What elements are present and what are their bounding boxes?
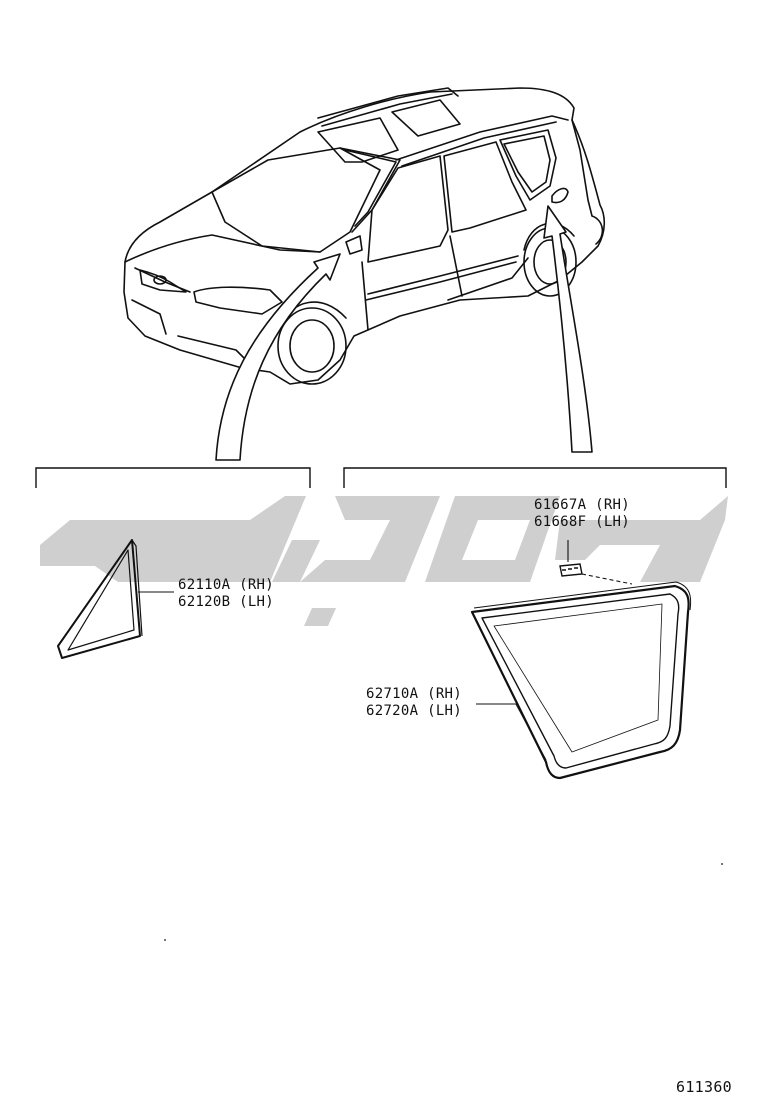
- part-number-lh: 62120B (LH): [178, 594, 275, 610]
- figure-number: 611360: [676, 1078, 732, 1096]
- callout-arrows: [215, 205, 593, 461]
- rear-quarter-glass-part: [470, 581, 692, 780]
- speckles: [164, 863, 723, 941]
- front-arrow: [215, 253, 341, 461]
- callout-front-quarter-glass: 62110A (RH) 62120B (LH): [178, 577, 274, 611]
- part-number-rh: 61667A (RH): [534, 497, 631, 513]
- clip-part: [559, 563, 583, 577]
- watermark-logo: [40, 496, 728, 626]
- part-number-rh: 62710A (RH): [366, 686, 463, 702]
- callout-rear-quarter-glass: 62710A (RH) 62720A (LH): [366, 686, 462, 720]
- part-number-lh: 61668F (LH): [534, 514, 631, 530]
- rear-arrow: [543, 205, 593, 453]
- leader-lines: [138, 540, 633, 761]
- part-number-lh: 62720A (LH): [366, 703, 463, 719]
- group-brackets: [35, 467, 727, 488]
- front-quarter-glass-part: [57, 539, 143, 659]
- car-illustration: [123, 87, 606, 385]
- part-number-rh: 62110A (RH): [178, 577, 275, 593]
- callout-clip: 61667A (RH) 61668F (LH): [534, 497, 630, 531]
